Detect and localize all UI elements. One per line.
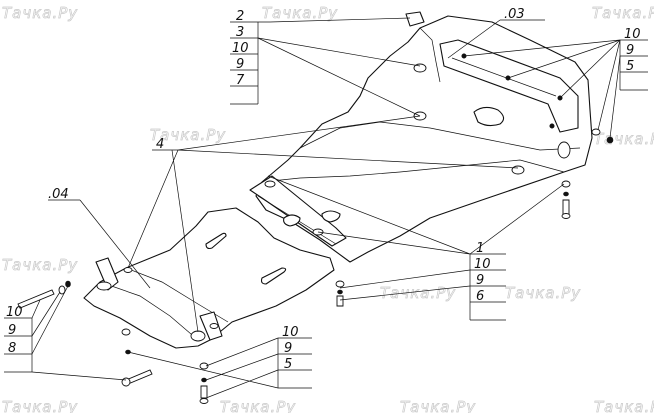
lower-skid-plate-fold [99, 281, 199, 341]
washer [199, 362, 209, 370]
watermark-text: Тачка.Ру [594, 130, 654, 148]
washer [121, 328, 131, 336]
bolt [200, 385, 208, 399]
watermark-text: Тачка.Ру [592, 4, 654, 22]
watermark-text: Тачка.Ру [2, 256, 78, 274]
watermark-text: Тачка.Ру [380, 284, 456, 302]
leader-line [447, 19, 545, 59]
leader-line [463, 39, 621, 139]
callout-label: 10 [6, 305, 23, 320]
callout-frame [619, 39, 648, 91]
watermark-text: Тачка.Ру [594, 398, 654, 413]
mount-hole [549, 123, 555, 129]
leader-line [31, 285, 127, 381]
leader-lines [4, 17, 648, 399]
lock-washer [65, 280, 71, 288]
long-bolt [17, 289, 55, 309]
bolt [562, 199, 570, 215]
plate-slot [205, 232, 227, 250]
lock-washer [337, 289, 343, 295]
callout-label: 5 [626, 59, 634, 74]
weld-nut [511, 165, 525, 175]
washer [58, 285, 66, 295]
callout-label: 3 [236, 25, 244, 40]
main-skid-plate-fold [299, 121, 581, 151]
callout-label: 8 [8, 341, 16, 356]
lock-washer [563, 191, 569, 197]
washer [591, 128, 601, 136]
leader-line [79, 199, 151, 289]
plate-slot [321, 210, 341, 223]
weld-nut [209, 323, 219, 329]
watermark-text: Тачка.Ру [505, 284, 581, 302]
watermark-text: Тачка.Ру [2, 4, 78, 22]
callout-label: 9 [476, 273, 484, 288]
leader-line [257, 37, 421, 117]
weld-nut [96, 281, 112, 291]
plate-slot [260, 267, 287, 285]
weld-nut [557, 141, 571, 159]
part-number-04: .04 [48, 187, 69, 202]
callout-label: 2 [236, 9, 244, 24]
leader-line [269, 17, 411, 23]
callout-label: 10 [232, 41, 249, 56]
top-mount-clip [405, 11, 425, 27]
callout-label: 9 [8, 323, 16, 338]
front-bracket [249, 175, 347, 247]
callout-frame [469, 253, 506, 321]
weld-nut [123, 267, 133, 273]
lock-washer [201, 377, 207, 383]
plate-opening [473, 106, 505, 127]
callout-label: 7 [236, 73, 245, 88]
bolt-head [561, 213, 571, 219]
watermark-text: Тачка.Ру [2, 398, 78, 413]
watermark-text: Тачка.Ру [262, 4, 338, 22]
callout-label: 10 [282, 325, 299, 340]
callout-label: 9 [626, 43, 634, 58]
lower-skid-plate-outline [83, 207, 335, 349]
callout-frame [4, 317, 33, 373]
watermark-text: Тачка.Ру [220, 398, 296, 413]
leader-line [127, 115, 519, 333]
callout-label: 1 [476, 241, 484, 256]
weld-nut [264, 180, 276, 188]
callout-frame [277, 337, 312, 389]
callout-labels: 2 3 10 9 7 .03 10 9 5 4 .04 1 10 9 6 10 … [6, 7, 641, 372]
callout-label: 9 [284, 341, 292, 356]
watermark-text: Тачка.Ру [400, 398, 476, 413]
main-skid-plate-fold [419, 27, 441, 83]
part-number-03: .03 [504, 7, 525, 22]
callout-label: 10 [474, 257, 491, 272]
callout-label: 4 [156, 137, 164, 152]
side-bracket [95, 257, 119, 291]
leader-line [257, 37, 421, 67]
plate-slot [283, 214, 301, 227]
hardware [17, 128, 614, 404]
washer [335, 280, 345, 288]
callout-label: 5 [284, 357, 292, 372]
lower-skid-plate [83, 207, 335, 349]
rear-flange [439, 39, 579, 133]
washer [561, 180, 571, 188]
leader-line [267, 175, 565, 301]
bolt [336, 295, 344, 307]
bolt-head [121, 377, 131, 387]
callout-label: 9 [236, 57, 244, 72]
weld-nut [190, 330, 206, 342]
callout-frame [230, 21, 270, 105]
main-skid-plate-fold [261, 159, 565, 183]
bolt-head [199, 398, 209, 404]
watermark-text: Тачка.Ру [150, 126, 226, 144]
callout-label: 6 [476, 289, 484, 304]
callout-label: 10 [624, 27, 641, 42]
rear-flange-edge [451, 57, 557, 97]
weld-nut [413, 63, 427, 73]
main-skid-plate [249, 11, 593, 263]
leader-line [127, 337, 279, 399]
